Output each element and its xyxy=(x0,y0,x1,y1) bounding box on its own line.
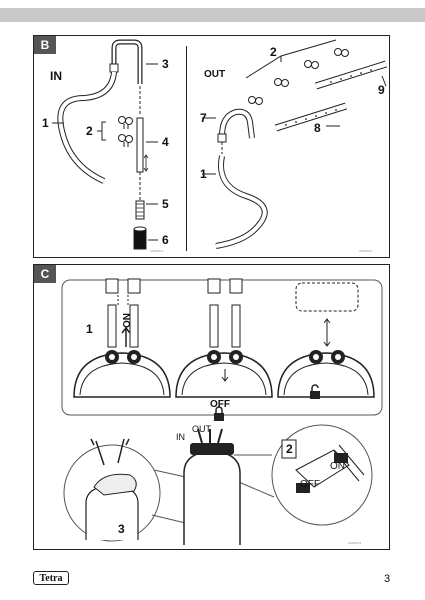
in-indicator: IN xyxy=(176,433,185,442)
callout-c-1: 1 xyxy=(86,323,93,335)
callout-c-2: 2 xyxy=(286,443,293,455)
zoom-on-label: ON xyxy=(330,461,345,472)
callout-out-7: 7 xyxy=(200,112,207,124)
zoom-off-label: OFF xyxy=(300,479,320,490)
page-number: 3 xyxy=(384,573,390,585)
footnote-out: AE0802/3 xyxy=(359,249,372,253)
callout-c-3: 3 xyxy=(118,523,125,535)
callout-out-2: 2 xyxy=(270,46,277,58)
panel-b: B IN OUT xyxy=(33,35,390,258)
out-indicator: OUT xyxy=(192,425,211,434)
footnote-c: AE0802/3 xyxy=(348,541,361,545)
filter-head-2 xyxy=(176,279,272,397)
footnote-in: AE0802/3 xyxy=(150,249,163,253)
lock-open-icon xyxy=(310,391,320,399)
out-parts-illustration xyxy=(186,36,386,256)
filter-head-1 xyxy=(74,279,170,397)
callout-out-8: 8 xyxy=(314,122,321,134)
callout-in-6: 6 xyxy=(162,234,169,246)
callout-in-1: 1 xyxy=(42,117,49,129)
tetra-logo: Tetra xyxy=(33,571,69,585)
panel-c: C xyxy=(33,264,390,550)
callout-out-1: 1 xyxy=(200,168,207,180)
callout-in-3: 3 xyxy=(162,58,169,70)
top-gray-bar xyxy=(0,8,425,22)
callout-in-4: 4 xyxy=(162,136,169,148)
lock-closed-icon xyxy=(214,413,224,421)
filter-head-3 xyxy=(278,283,374,397)
on-label: ON xyxy=(122,313,133,328)
off-label: OFF xyxy=(210,399,230,410)
callout-in-5: 5 xyxy=(162,198,169,210)
callout-out-9: 9 xyxy=(378,84,385,96)
callout-in-2: 2 xyxy=(86,125,93,137)
